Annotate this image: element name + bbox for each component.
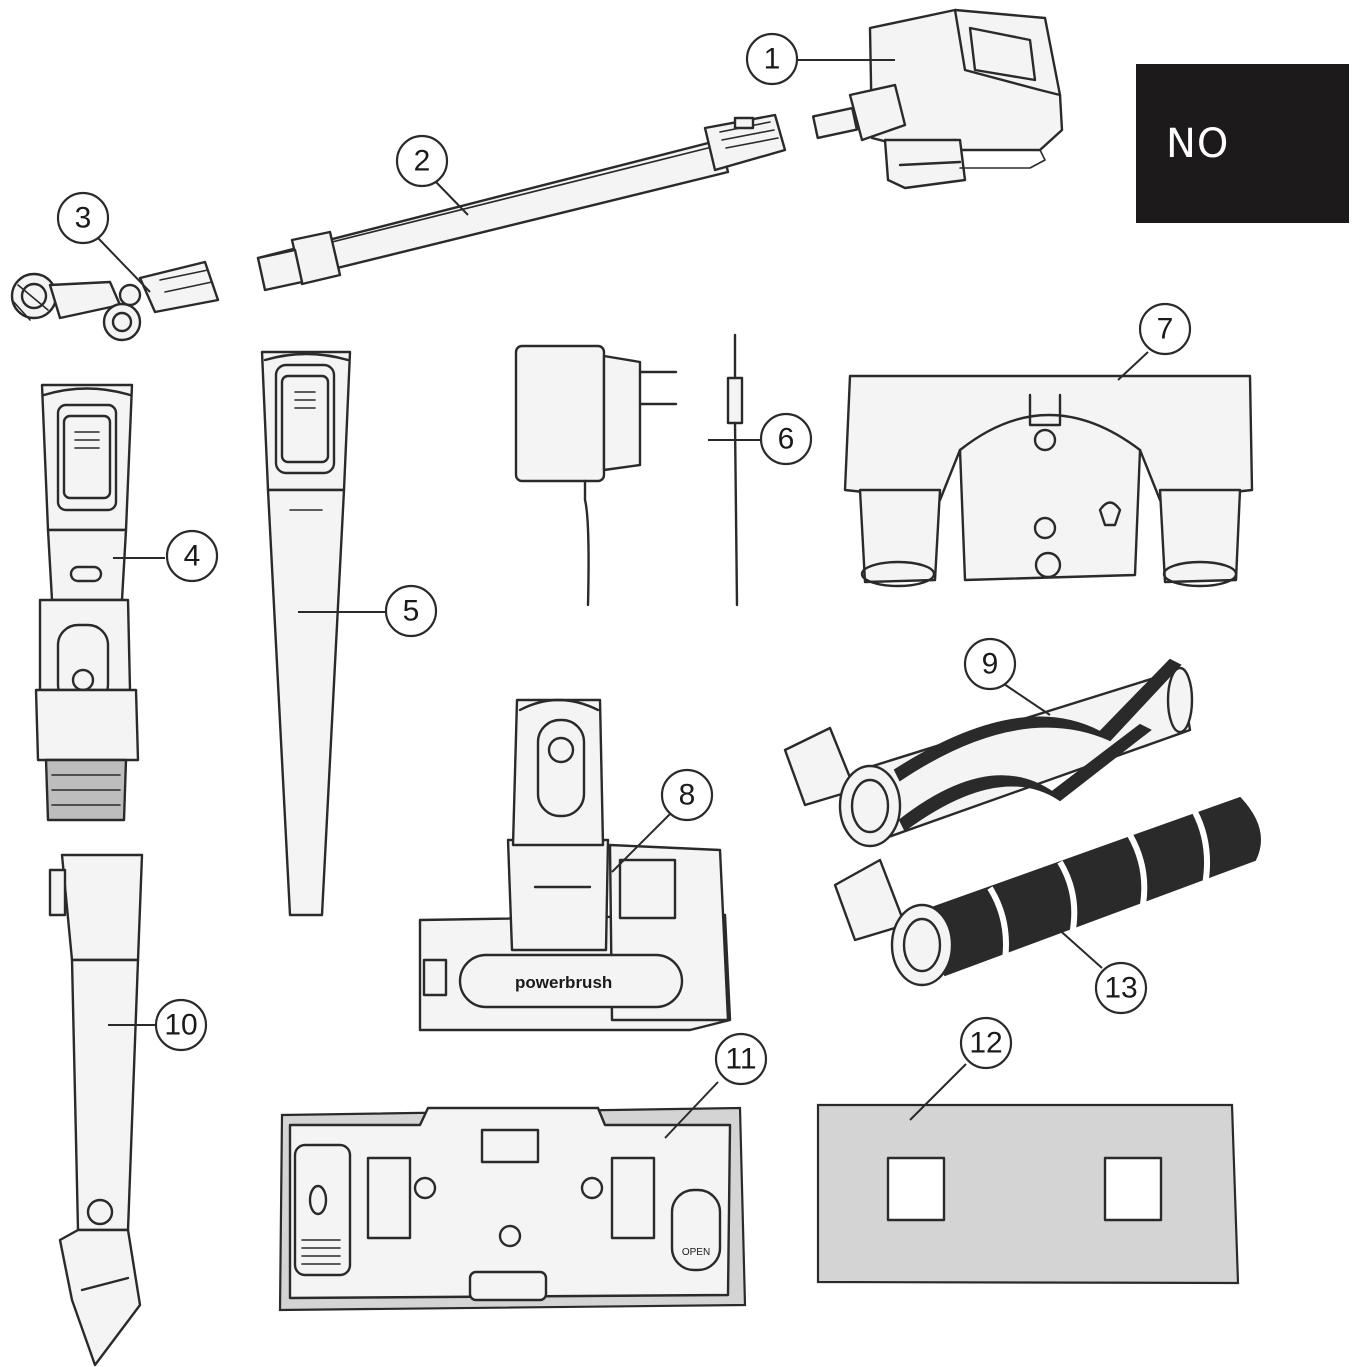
callout-6: 6 <box>759 412 813 466</box>
part-12-mop-pad-icon <box>816 1103 1240 1285</box>
svg-text:12: 12 <box>969 1027 1002 1060</box>
callout-10: 10 <box>154 998 208 1052</box>
part-2-extension-tube-icon <box>256 113 787 292</box>
callout-1: 1 <box>745 32 799 86</box>
callout-3: 3 <box>56 191 110 245</box>
svg-text:5: 5 <box>403 595 420 628</box>
callout-12: 12 <box>959 1016 1013 1070</box>
svg-text:1: 1 <box>764 43 781 76</box>
svg-text:2: 2 <box>414 145 431 178</box>
part-3-hose-attachment-icon <box>10 260 220 342</box>
part-5-crevice-tool-icon <box>260 350 352 917</box>
part-4-mini-brush-icon <box>34 383 140 822</box>
svg-text:9: 9 <box>982 648 999 681</box>
svg-text:11: 11 <box>725 1043 756 1076</box>
language-badge: NO <box>1136 64 1349 223</box>
mop-open-label: OPEN <box>682 1247 710 1258</box>
callout-13: 13 <box>1094 961 1148 1015</box>
svg-text:13: 13 <box>1104 972 1137 1005</box>
svg-text:10: 10 <box>164 1009 197 1042</box>
svg-text:4: 4 <box>184 540 201 573</box>
part-8-powerbrush-icon: powerbrush <box>418 698 732 1032</box>
callout-9: 9 <box>963 637 1017 691</box>
callout-5: 5 <box>384 584 438 638</box>
part-7-floor-head-mount-icon <box>843 374 1254 588</box>
callout-4: 4 <box>165 529 219 583</box>
svg-text:6: 6 <box>778 423 795 456</box>
part-11-mop-tank-icon: OPEN <box>278 1106 747 1312</box>
svg-text:3: 3 <box>75 202 92 235</box>
callout-2: 2 <box>395 134 449 188</box>
part-10-long-crevice-icon <box>48 853 144 1367</box>
callout-11: 11 <box>714 1032 768 1086</box>
part-13-soft-roller-icon <box>833 796 1261 987</box>
svg-text:7: 7 <box>1157 313 1174 346</box>
leader-lines <box>97 59 1149 1139</box>
callout-8: 8 <box>660 768 714 822</box>
part-1-main-unit-icon <box>811 8 1064 190</box>
part-9-bristle-roller-icon <box>783 658 1194 848</box>
callout-7: 7 <box>1138 302 1192 356</box>
powerbrush-label: powerbrush <box>515 973 612 992</box>
svg-text:8: 8 <box>679 779 696 812</box>
part-6-charger-icon <box>514 333 744 607</box>
